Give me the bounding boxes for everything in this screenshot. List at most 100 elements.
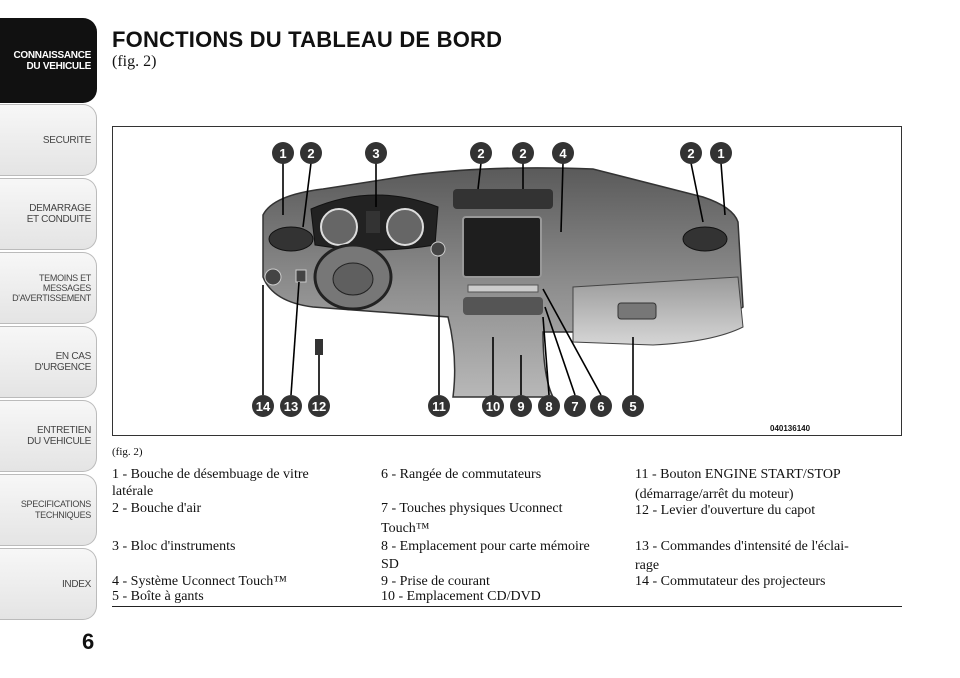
headlamp-switch-graphic [264, 268, 282, 286]
dimmer-control-graphic [295, 269, 307, 283]
callout-1: 1 [272, 142, 294, 164]
legend-item: 3 - Bloc d'instruments [112, 539, 236, 554]
svg-text:11: 11 [432, 399, 446, 414]
dashboard-illustration: 1 2 3 2 2 4 2 1 14 13 12 11 10 9 8 7 6 5 [252, 142, 744, 417]
speedometer [386, 208, 424, 246]
dashboard-figure: 1 2 3 2 2 4 2 1 14 13 12 11 10 9 8 7 6 5 [112, 126, 902, 436]
svg-text:4: 4 [559, 146, 567, 161]
cluster-display [366, 211, 380, 233]
tab-label: DU VEHICULE [26, 60, 92, 72]
callout-7: 7 [564, 395, 586, 417]
callout-2: 2 [512, 142, 534, 164]
legend-item-continued: SD [381, 557, 399, 572]
legend-item-continued: latérale [112, 484, 154, 499]
callout-10: 10 [482, 395, 504, 417]
tab-label: INDEX [61, 578, 91, 590]
sidebar-tabs: CONNAISSANCE DU VEHICULE SECURITE DEMARR… [0, 0, 97, 620]
switch-bank [467, 284, 539, 293]
right-vent [682, 226, 728, 252]
tab-label: D'AVERTISSEMENT [12, 293, 91, 303]
callout-6: 6 [590, 395, 612, 417]
svg-text:13: 13 [284, 399, 298, 414]
tab-label: MESSAGES [42, 283, 91, 293]
leader-lines [262, 162, 726, 396]
legend-item: 9 - Prise de courant [381, 574, 490, 589]
svg-text:2: 2 [519, 146, 526, 161]
tab-label: ENTRETIEN [37, 425, 91, 436]
svg-text:3: 3 [372, 146, 379, 161]
legend-item: 6 - Rangée de commutateurs [381, 467, 542, 482]
tab-specifications-techniques[interactable]: SPECIFICATIONS TECHNIQUES [0, 474, 97, 546]
page-title: FONCTIONS DU TABLEAU DE BORD [112, 27, 503, 52]
top-callouts: 1 2 3 2 2 4 2 1 [272, 142, 732, 164]
tab-en-cas-d-urgence[interactable]: EN CAS D'URGENCE [0, 326, 97, 398]
tab-temoins-et-messages[interactable]: TEMOINS ET MESSAGES D'AVERTISSEMENT [0, 252, 97, 324]
callout-11: 11 [428, 395, 450, 417]
legend-item: 12 - Levier d'ouverture du capot [635, 503, 816, 518]
tab-label: CONNAISSANCE [13, 49, 91, 61]
svg-text:2: 2 [687, 146, 694, 161]
tab-entretien-du-vehicule[interactable]: ENTRETIEN DU VEHICULE [0, 400, 97, 472]
steering-hub [332, 262, 374, 296]
tab-label: DEMARRAGE [29, 203, 91, 214]
svg-text:2: 2 [477, 146, 484, 161]
glovebox-area [572, 276, 744, 346]
glovebox-handle [617, 302, 657, 320]
svg-text:2: 2 [307, 146, 314, 161]
legend-item-continued: Touch™ [381, 521, 430, 536]
tab-connaissance-du-vehicule[interactable]: CONNAISSANCE DU VEHICULE [0, 18, 97, 103]
svg-text:10: 10 [486, 399, 500, 414]
legend-item: 11 - Bouton ENGINE START/STOP [635, 467, 841, 482]
tab-label: TECHNIQUES [34, 510, 91, 520]
legend-item: 7 - Touches physiques Uconnect [381, 501, 563, 516]
callout-14: 14 [252, 395, 274, 417]
legend-item: 5 - Boîte à gants [112, 589, 204, 604]
figure-caption: (fig. 2) [112, 446, 143, 458]
callout-3: 3 [365, 142, 387, 164]
tab-label: SPECIFICATIONS [20, 499, 91, 509]
callout-13: 13 [280, 395, 302, 417]
svg-text:1: 1 [279, 146, 286, 161]
callout-2: 2 [300, 142, 322, 164]
tab-label: D'URGENCE [34, 362, 92, 373]
tab-label: ET CONDUITE [26, 214, 92, 225]
tab-demarrage-et-conduite[interactable]: DEMARRAGE ET CONDUITE [0, 178, 97, 250]
svg-text:1: 1 [717, 146, 724, 161]
page-number: 6 [82, 629, 95, 654]
svg-text:8: 8 [545, 399, 552, 414]
start-stop-button-graphic [430, 241, 446, 257]
legend-item-continued: rage [635, 558, 660, 573]
callout-5: 5 [622, 395, 644, 417]
bottom-callouts: 14 13 12 11 10 9 8 7 6 5 [252, 395, 644, 417]
svg-text:6: 6 [597, 399, 604, 414]
legend-item: 8 - Emplacement pour carte mémoire [381, 539, 590, 554]
tab-label: TEMOINS ET [38, 273, 91, 283]
tab-securite[interactable]: SECURITE [0, 104, 97, 176]
center-vents [453, 189, 553, 209]
legend-item: 2 - Bouche d'air [112, 501, 202, 516]
touchscreen [462, 216, 542, 278]
legend-item: 4 - Système Uconnect Touch™ [112, 574, 287, 589]
legend-item: 14 - Commutateur des projecteurs [635, 574, 826, 589]
bottom-rule [112, 606, 902, 607]
figure-reference: (fig. 2) [112, 53, 157, 70]
svg-text:5: 5 [629, 399, 636, 414]
svg-text:14: 14 [256, 399, 271, 414]
callout-12: 12 [308, 395, 330, 417]
callout-9: 9 [510, 395, 532, 417]
legend-item-continued: (démarrage/arrêt du moteur) [635, 487, 794, 502]
climate-controls [463, 297, 543, 315]
tab-label: SECURITE [42, 134, 91, 146]
tab-index[interactable]: INDEX [0, 548, 97, 620]
legend-item: 1 - Bouche de désembuage de vitre [112, 467, 309, 482]
legend-item: 10 - Emplacement CD/DVD [381, 589, 541, 604]
svg-text:9: 9 [517, 399, 524, 414]
svg-text:7: 7 [571, 399, 578, 414]
callout-1: 1 [710, 142, 732, 164]
tab-label: DU VEHICULE [27, 436, 91, 447]
callout-2: 2 [470, 142, 492, 164]
callout-2: 2 [680, 142, 702, 164]
callout-8: 8 [538, 395, 560, 417]
callout-4: 4 [552, 142, 574, 164]
tachometer [320, 208, 358, 246]
